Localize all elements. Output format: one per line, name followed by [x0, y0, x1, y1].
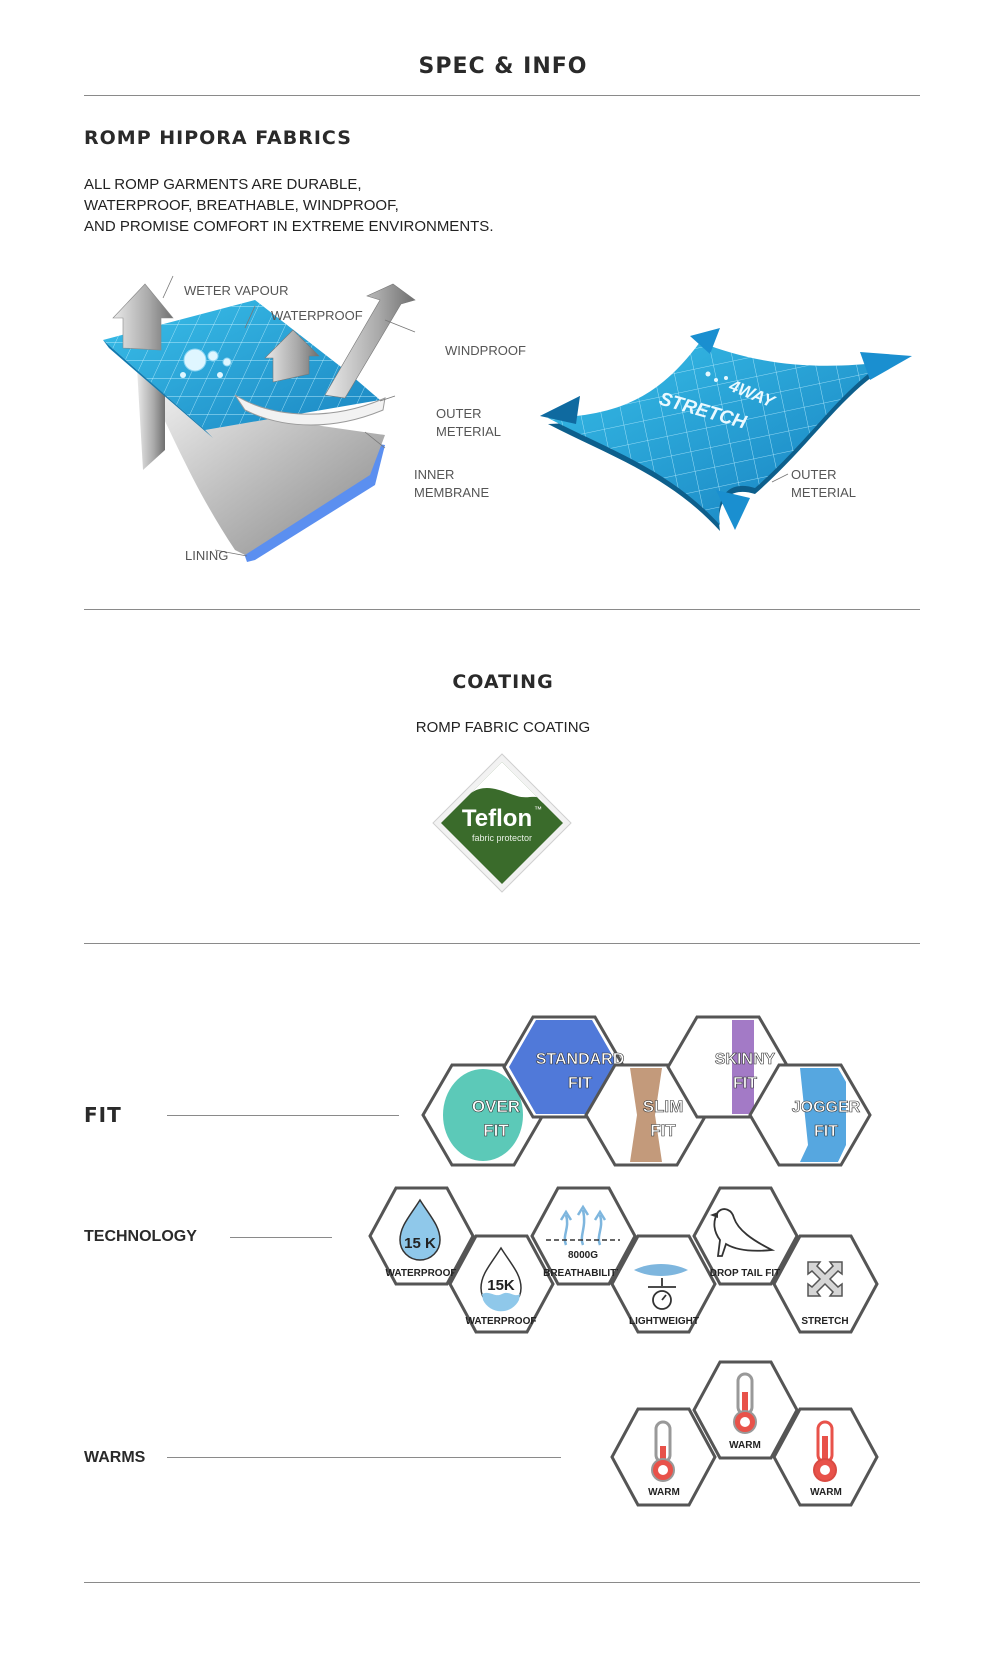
over-fit-badge: OVER FIT — [421, 1063, 545, 1167]
callout-stretch-outer: OUTER METERIAL — [791, 466, 856, 502]
fit-badge-line2: FIT — [733, 1075, 757, 1092]
fit-badge-line1: JOGGER — [792, 1099, 861, 1116]
stretch-illustration: 4WAY STRETCH — [540, 328, 912, 531]
technology-connector-line — [230, 1237, 332, 1238]
thermometer-icon — [733, 1372, 757, 1434]
stretch-arrows-icon — [807, 1261, 843, 1297]
waterproof-15k-badge: 15 K WATERPROOF — [368, 1186, 475, 1286]
bird-icon — [713, 1208, 776, 1257]
vapour-arrows-icon — [559, 1204, 607, 1246]
teflon-tagline: fabric protector — [472, 833, 532, 843]
intro-line: ALL ROMP GARMENTS ARE DURABLE, — [84, 176, 362, 193]
warms-label: WARMS — [84, 1449, 146, 1466]
callout-inner-membrane: INNER MEMBRANE — [414, 466, 489, 502]
tech-value: 15 K — [404, 1235, 436, 1252]
warm-caption: WARM — [648, 1487, 680, 1498]
stretch-badge: STRETCH — [772, 1234, 879, 1334]
warm-badge-1: WARM — [610, 1407, 717, 1507]
tech-caption: WATERPROOF — [386, 1268, 457, 1279]
tech-value: 15K — [487, 1277, 515, 1294]
teflon-trademark: ™ — [534, 805, 542, 814]
callout-line: OUTER — [436, 406, 482, 421]
technology-label: TECHNOLOGY — [84, 1228, 197, 1245]
callout-windproof: WINDPROOF — [445, 343, 526, 358]
tech-caption: WATERPROOF — [466, 1316, 537, 1327]
callout-vapour: WETER VAPOUR — [184, 283, 289, 298]
warm-badge-3: WARM — [772, 1407, 879, 1507]
fit-badge-line1: SKINNY — [715, 1051, 776, 1068]
tech-caption: STRETCH — [801, 1316, 848, 1327]
lightweight-badge: LIGHTWEIGHT — [610, 1234, 717, 1334]
tech-caption: BREATHABILITY — [543, 1268, 623, 1279]
fit-badge-line1: STANDARD — [536, 1051, 625, 1068]
callout-line: MEMBRANE — [414, 485, 490, 500]
callout-line: METERIAL — [436, 424, 502, 439]
callout-line: METERIAL — [791, 485, 857, 500]
callout-line: INNER — [414, 467, 455, 482]
tech-value: 8000G — [568, 1250, 598, 1261]
fit-label: FIT — [84, 1103, 122, 1127]
callout-outer-material: OUTER METERIAL — [436, 405, 501, 441]
teflon-badge: Teflon ™ fabric protector — [432, 753, 572, 893]
warm-caption: WARM — [810, 1487, 842, 1498]
coating-subheading: ROMP FABRIC COATING — [415, 719, 591, 736]
fit-badge-line2: FIT — [650, 1121, 676, 1140]
warms-connector-line — [167, 1457, 561, 1458]
waterproof-15k-wave-badge: 15K WATERPROOF — [448, 1234, 555, 1334]
jogger-fit-badge: JOGGER FIT — [748, 1063, 872, 1167]
drop-tail-badge: DROP TAIL FIT — [692, 1186, 799, 1286]
divider — [84, 609, 920, 610]
divider — [84, 95, 920, 96]
coating-heading: COATING — [452, 671, 554, 693]
fit-badge-line2: FIT — [568, 1075, 592, 1092]
tech-caption: LIGHTWEIGHT — [629, 1316, 699, 1327]
fabric-layers-illustration — [103, 275, 416, 562]
teflon-logo-text: Teflon — [462, 805, 532, 832]
callout-line: OUTER — [791, 467, 837, 482]
warm-badge-2: WARM — [692, 1360, 799, 1460]
scale-icon — [648, 1278, 676, 1310]
fit-badge-line1: OVER — [472, 1097, 520, 1116]
tech-caption: DROP TAIL FIT — [710, 1268, 781, 1279]
intro-line: AND PROMISE COMFORT IN EXTREME ENVIRONME… — [84, 218, 494, 235]
hex-icons-svg: OVER FIT STANDARD FIT SLIM FIT SKINNY FI… — [368, 1015, 879, 1507]
fit-badge-line2: FIT — [814, 1123, 838, 1140]
divider — [84, 1582, 920, 1583]
fabrics-heading: ROMP HIPORA FABRICS — [84, 127, 352, 149]
intro-line: WATERPROOF, BREATHABLE, WINDPROOF, — [84, 197, 399, 214]
fit-badge-line1: SLIM — [643, 1097, 684, 1116]
page-title: SPEC & INFO — [418, 54, 588, 79]
feather-icon — [634, 1264, 688, 1276]
fabrics-intro: ALL ROMP GARMENTS ARE DURABLE, WATERPROO… — [84, 174, 493, 237]
fit-connector-line — [167, 1115, 399, 1116]
thermometer-icon — [813, 1420, 837, 1482]
water-drop-icon — [399, 1198, 441, 1261]
standard-fit-badge: STANDARD FIT — [502, 1015, 626, 1119]
divider — [84, 943, 920, 944]
breathability-badge: 8000G BREATHABILITY — [530, 1186, 637, 1286]
warm-caption: WARM — [729, 1440, 761, 1451]
slim-fit-badge: SLIM FIT — [584, 1063, 708, 1167]
callout-waterproof: WATERPROOF — [271, 308, 363, 323]
fit-badge-line2: FIT — [483, 1121, 509, 1140]
callout-lining: LINING — [185, 548, 229, 563]
thermometer-icon — [651, 1420, 675, 1482]
